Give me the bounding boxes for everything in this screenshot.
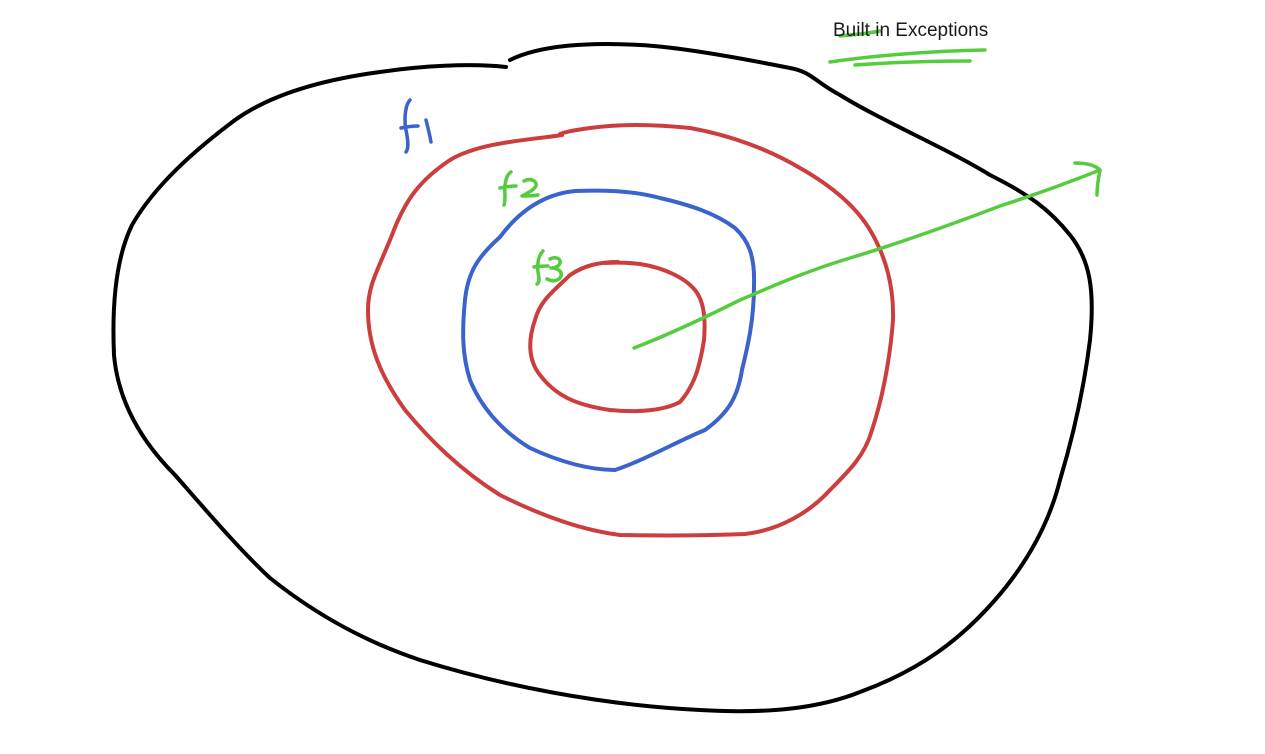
outer-scope-ring [111,41,1094,714]
title-underline [828,29,987,67]
scope-label-f2: f2 [498,170,540,207]
arrow-icon [632,168,1102,350]
arrow-head-icon [1073,161,1102,197]
core-scope-ring [528,260,707,414]
scope-label-f1: f1 [399,98,433,154]
diagram-title: Built in Exceptions [833,20,989,41]
inner-scope-ring [461,188,757,472]
scope-label-f3: f3 [532,249,564,286]
middle-scope-ring [366,123,896,538]
